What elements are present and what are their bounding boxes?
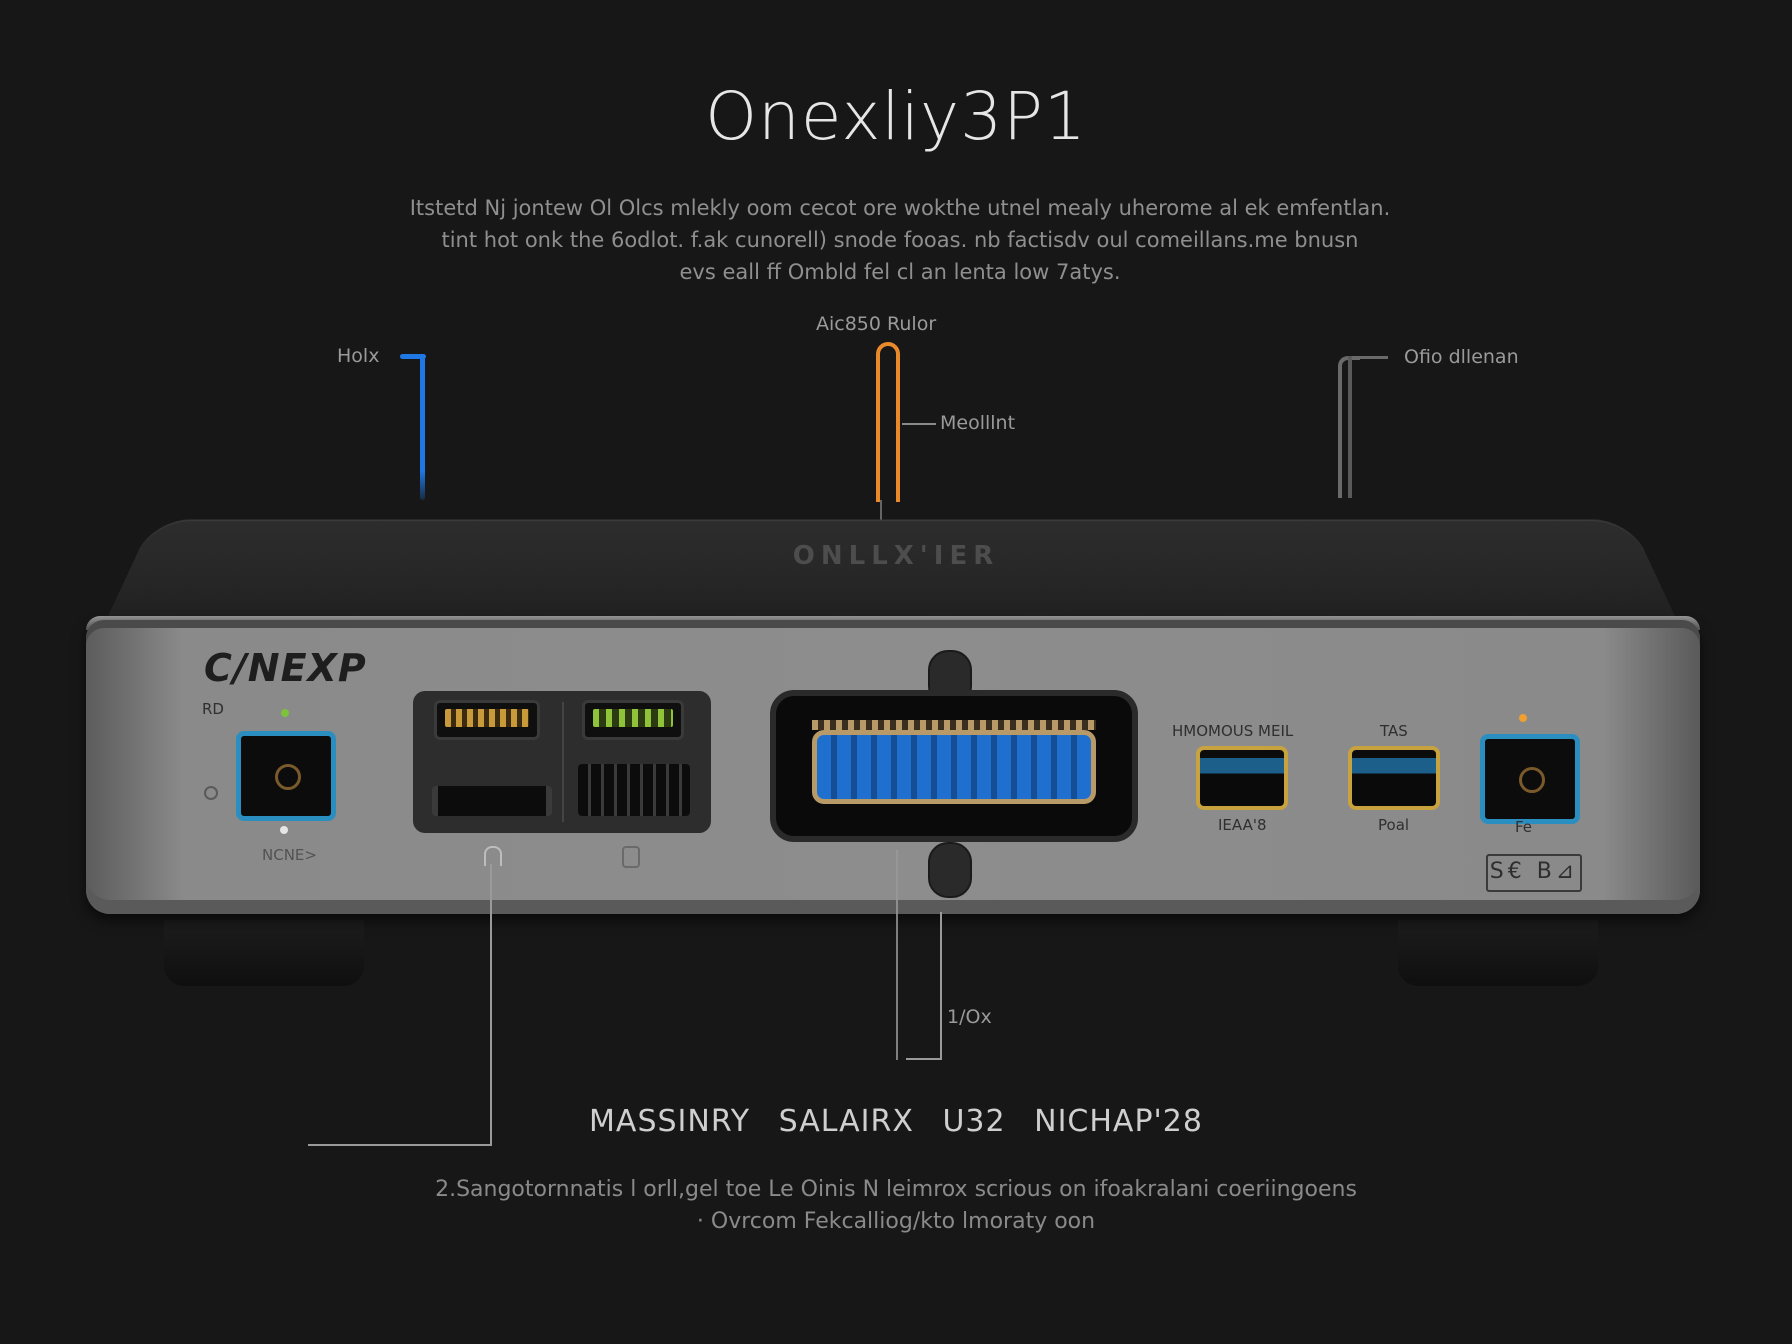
port-hole-icon bbox=[1519, 767, 1545, 793]
outro-line: · Ovrcom Fekcalliog/kto lmoraty oon bbox=[696, 1209, 1096, 1234]
outro-line: 2.Sangotornnatis l orll,gel toe Le Oinis… bbox=[435, 1177, 1357, 1202]
callout-line-left bbox=[420, 354, 425, 500]
device-top-surface bbox=[103, 519, 1680, 627]
callout-line-right-inner bbox=[1348, 356, 1352, 498]
callout-label-right: Ofio dllenan bbox=[1404, 346, 1519, 368]
device-foot-right bbox=[1398, 920, 1598, 986]
callout-connector-left bbox=[400, 354, 426, 359]
sfp-port-1[interactable] bbox=[1196, 746, 1288, 810]
intro-line: tint hot onk the 6odlot. f.ak cunorell) … bbox=[441, 228, 1359, 252]
callout-label-lower-center: 1/Ox bbox=[947, 1006, 992, 1028]
reset-button[interactable] bbox=[204, 786, 218, 800]
status-led-white bbox=[280, 826, 288, 834]
callout-leader-left-bottom bbox=[490, 864, 492, 1146]
dsub-pins bbox=[812, 720, 1096, 730]
port-hole-icon bbox=[275, 764, 301, 790]
device-top-logo: ONLLX'IER bbox=[792, 541, 1000, 571]
right-port-label-bottom: Fe bbox=[1515, 818, 1533, 836]
callout-connector-right bbox=[1352, 356, 1388, 359]
status-led-green bbox=[281, 709, 289, 717]
page-title: Onexliy3P1 bbox=[705, 78, 1087, 155]
callout-leader-center-bottom-a bbox=[896, 850, 898, 1060]
device-brand-logo: C/NEXP bbox=[204, 646, 367, 690]
certification-mark: S€ B⊿ bbox=[1486, 854, 1582, 892]
intro-line: Itstetd Nj jontew Ol Olcs mlekly oom cec… bbox=[409, 196, 1391, 220]
bottom-heading-right: U32 NICHAP'28 bbox=[942, 1104, 1203, 1139]
hdmi-port[interactable] bbox=[432, 786, 552, 816]
callout-label-center-top: Aic850 Rulor bbox=[816, 313, 937, 335]
device-foot-left bbox=[164, 920, 364, 986]
usb-port-green[interactable] bbox=[582, 700, 684, 740]
sfp-port-1-label-bottom: IEAA'8 bbox=[1218, 816, 1267, 834]
sfp-port-2[interactable] bbox=[1348, 746, 1440, 810]
dsub-connector[interactable] bbox=[812, 730, 1096, 804]
sfp-port-2-label-bottom: Poal bbox=[1378, 816, 1410, 834]
outro-paragraph: 2.Sangotornnatis l orll,gel toe Le Oinis… bbox=[380, 1174, 1412, 1238]
callout-label-left: Holx bbox=[337, 345, 380, 367]
left-power-port[interactable] bbox=[236, 731, 336, 821]
bottom-heading-left: MASSINRY SALAIRX bbox=[589, 1104, 914, 1139]
usb-divider bbox=[562, 702, 564, 822]
thumbscrew-bottom bbox=[928, 842, 972, 898]
callout-connector-center bbox=[902, 423, 936, 425]
intro-line: evs eall ff Ombld fel cl an lenta low 7a… bbox=[679, 260, 1121, 284]
status-led-amber bbox=[1519, 714, 1527, 722]
sfp-port-2-label-top: TAS bbox=[1380, 722, 1408, 740]
ethernet-port[interactable] bbox=[578, 764, 690, 816]
callout-leader-center-bottom-b bbox=[940, 912, 942, 1060]
callout-leader-left-horizontal bbox=[308, 1144, 492, 1146]
usb-symbol-icon bbox=[484, 846, 502, 866]
left-port-label-top: RD bbox=[202, 700, 224, 718]
ethernet-symbol-icon bbox=[622, 846, 640, 868]
callout-line-center bbox=[876, 342, 900, 502]
bottom-heading: MASSINRY SALAIRX U32 NICHAP'28 bbox=[0, 1104, 1792, 1139]
sfp-port-1-label-top: HMOMOUS MEIL bbox=[1172, 722, 1294, 740]
intro-paragraph: Itstetd Nj jontew Ol Olcs mlekly oom cec… bbox=[340, 192, 1460, 288]
callout-label-center-side: Meolllnt bbox=[940, 412, 1016, 434]
left-port-label-bottom: NCNE> bbox=[262, 846, 317, 864]
right-power-port[interactable] bbox=[1480, 734, 1580, 824]
callout-leader-center-bottom-c bbox=[906, 1058, 940, 1060]
usb-port-gold[interactable] bbox=[434, 700, 540, 740]
